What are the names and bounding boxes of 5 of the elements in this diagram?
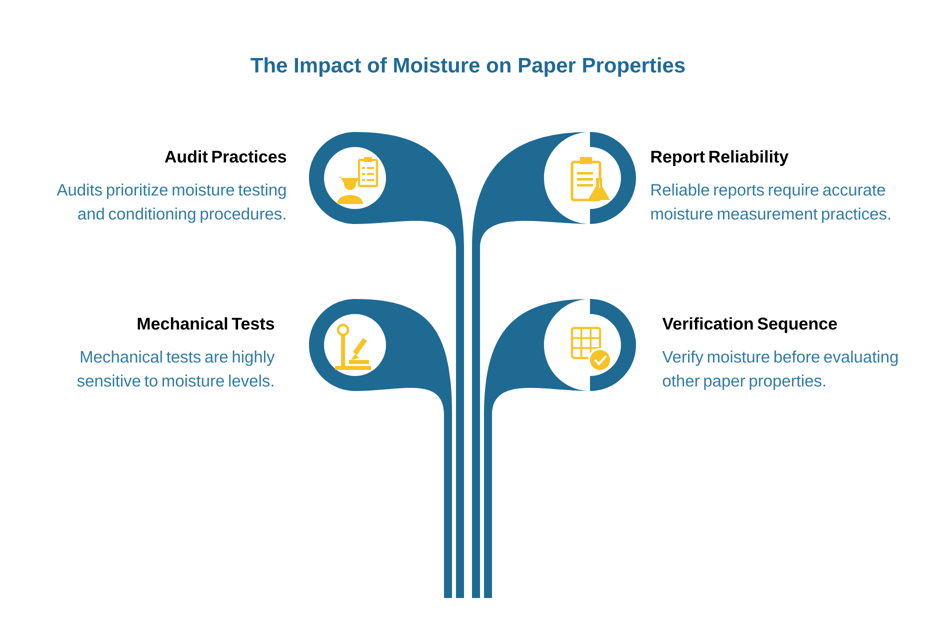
feature-text: Audit Practices Audits prioritize moisture testing and conditioning procedures. (56, 150, 286, 223)
feature-text: Report Reliability Reliable reports require accurate moisture measurement practices. (651, 150, 890, 223)
feature-text: Verification Sequence Verify moisture before evaluating other paper properties. (662, 317, 898, 390)
feature-text: Mechanical Tests Mechanical tests are highly sensitive to moisture levels. (77, 317, 275, 387)
title: The Impact of Moisture on Paper Properties (250, 57, 685, 77)
